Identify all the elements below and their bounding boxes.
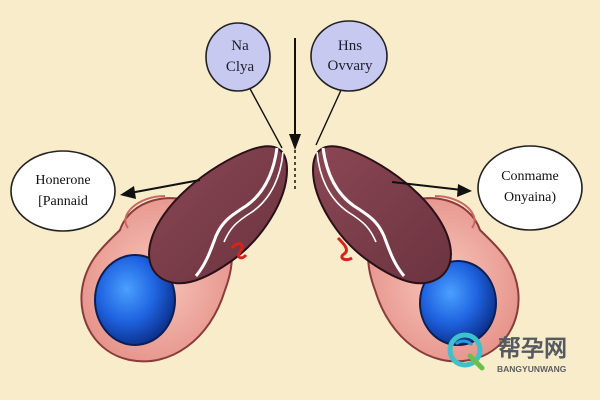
left-cyst (94, 254, 176, 346)
right-arrow (391, 181, 472, 197)
callout-bubble-right (477, 145, 583, 231)
callout-bubble-left (10, 150, 116, 232)
callout-left-line2: [Pannaid (38, 194, 88, 209)
callout-top-right-line1: Hns (338, 38, 362, 54)
callout-top-left-line1: Na (231, 38, 249, 54)
left-ovary (148, 145, 289, 285)
left-arrow (120, 179, 201, 199)
leader-lines (247, 84, 343, 149)
right-ovary (311, 145, 452, 285)
center-arrow (289, 38, 301, 190)
watermark-en: BANGYUNWANG (497, 364, 567, 374)
callout-left-line1: Honerone (35, 173, 90, 188)
callout-right-line2: Onyaina) (504, 190, 556, 205)
callout-top-right-line2: Ovvary (328, 58, 373, 74)
watermark: 帮孕网 BANGYUNWANG (447, 332, 567, 374)
callout-bubble-top-right (310, 20, 388, 92)
right-cyst (419, 260, 497, 346)
callout-right-line1: Conmame (501, 169, 559, 184)
watermark-cn: 帮孕网 (498, 336, 567, 362)
callout-bubble-top-left (205, 22, 271, 92)
watermark-logo-icon (447, 332, 485, 371)
callout-top-left-line2: Clya (226, 59, 255, 75)
